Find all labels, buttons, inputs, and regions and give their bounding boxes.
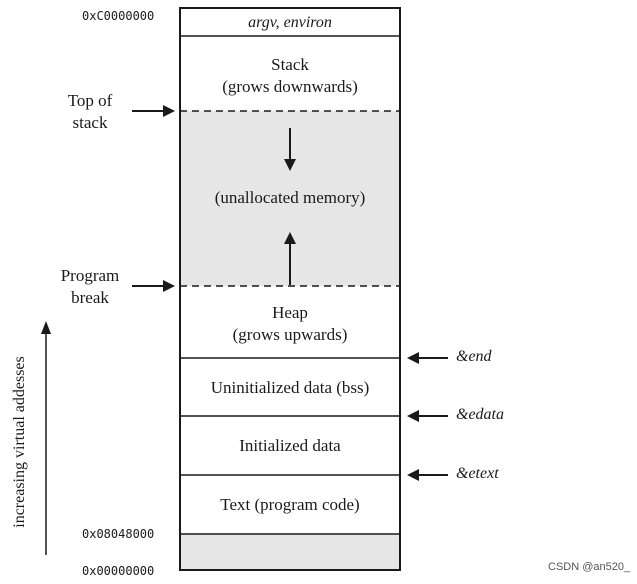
heap-label-line1: Heap [272,303,308,322]
heap-growth-arrow-head [284,232,296,244]
program-break-line2: break [71,288,109,307]
etext-arrow-head [407,469,419,481]
data-label: Initialized data [239,436,341,455]
bss-label: Uninitialized data (bss) [210,378,370,397]
argv-environ-label: argv, environ [248,14,332,31]
top-of-stack-label: Top of stack [52,90,128,134]
program-break-arrow-head [163,280,175,292]
end-arrow-head [407,352,419,364]
edata-arrow-head [407,410,419,422]
watermark: CSDN @an520_ [548,561,631,573]
address-top: 0xC0000000 [82,9,155,23]
top-of-stack-line2: stack [72,113,108,132]
text-label: Text (program code) [220,495,360,514]
axis-arrow-head [41,321,51,334]
program-break-label: Program break [48,265,132,309]
program-break-line1: Program [60,266,120,285]
address-text-start: 0x08048000 [82,527,155,541]
top-of-stack-arrow-head [163,105,175,117]
stack-label-line2: (grows downwards) [222,77,358,96]
stack-label-line1: Stack [271,55,309,74]
unallocated-label: (unallocated memory) [214,188,366,207]
end-label: &end [456,348,492,365]
address-bottom: 0x00000000 [82,564,155,578]
memory-box [179,7,401,571]
etext-label: &etext [456,465,499,482]
edata-label: &edata [456,406,504,423]
axis-label: increasing virtual addesses [11,356,28,528]
heap-label-line2: (grows upwards) [232,325,348,344]
top-of-stack-line1: Top of [67,91,113,110]
stack-growth-arrow-head [284,159,296,171]
bottom-region [180,534,400,570]
